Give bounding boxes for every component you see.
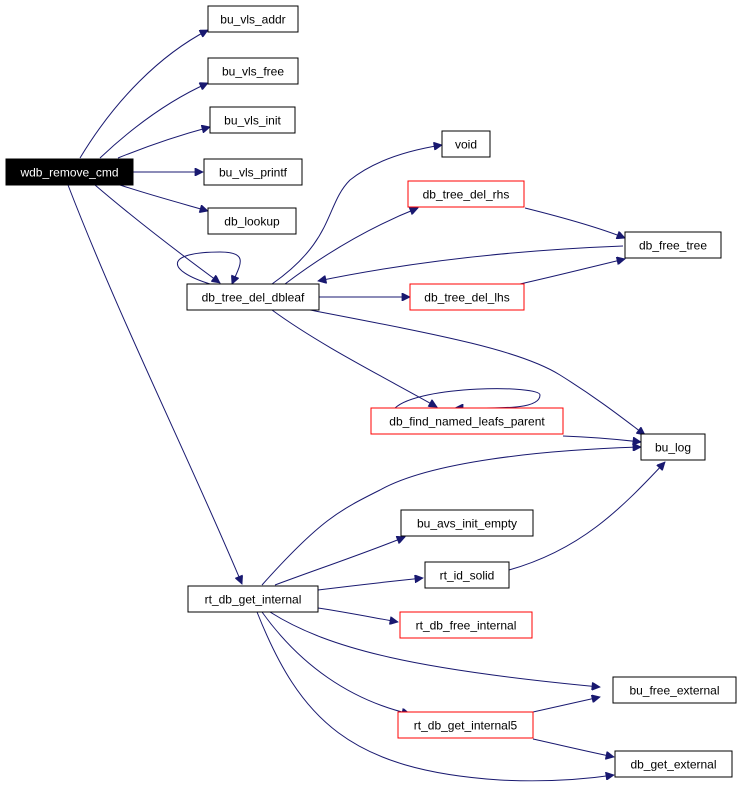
node-bu_free_external[interactable]: bu_free_external [612, 676, 737, 704]
node-rt_db_get_internal5[interactable]: rt_db_get_internal5 [397, 711, 534, 739]
node-label: wdb_remove_cmd [19, 166, 118, 180]
edge-rt_db_get_internal-rt_db_get_internal5 [261, 611, 410, 714]
node-label: db_free_tree [639, 239, 707, 253]
node-label: bu_vls_printf [219, 166, 288, 180]
edge-wdb_remove_cmd-db_tree_del_dbleaf [94, 184, 220, 283]
edge-rt_db_get_internal-rt_db_free_internal [317, 607, 398, 622]
node-label: db_find_named_leafs_parent [389, 415, 545, 429]
node-bu_avs_init_empty[interactable]: bu_avs_init_empty [400, 509, 534, 537]
node-label: bu_vls_addr [220, 13, 285, 27]
node-db_lookup[interactable]: db_lookup [207, 207, 297, 235]
node-db_free_tree[interactable]: db_free_tree [624, 231, 722, 259]
edge-wdb_remove_cmd-bu_vls_addr [79, 29, 208, 159]
node-db_tree_del_rhs[interactable]: db_tree_del_rhs [407, 180, 525, 208]
node-bu_vls_free[interactable]: bu_vls_free [207, 57, 299, 85]
node-label: rt_id_solid [440, 569, 495, 583]
node-bu_vls_init[interactable]: bu_vls_init [209, 106, 296, 134]
edge-db_tree_del_dbleaf-void [271, 145, 442, 285]
node-db_tree_del_lhs[interactable]: db_tree_del_lhs [409, 283, 525, 311]
node-void[interactable]: void [441, 130, 491, 158]
edge-rt_db_get_internal-bu_free_external [269, 611, 600, 687]
edge-db_tree_del_rhs-db_free_tree [524, 207, 625, 238]
node-label: db_lookup [224, 215, 280, 229]
node-label: bu_free_external [629, 684, 719, 698]
edges [67, 29, 665, 782]
edge-rt_db_get_internal-db_get_external [256, 611, 614, 782]
edge-db_tree_del_dbleaf-bu_log [309, 309, 645, 435]
edge-db_find_named_leafs_parent-bu_log [562, 435, 641, 442]
edge-rt_db_get_internal5-db_get_external [532, 738, 614, 757]
edge-db_free_tree-db_tree_del_dbleaf [318, 245, 624, 281]
edge-rt_db_get_internal-rt_id_solid [317, 578, 423, 591]
edge-db_find_named_leafs_parent-self [394, 388, 541, 408]
edge-wdb_remove_cmd-bu_vls_free [99, 83, 208, 159]
node-rt_db_free_internal[interactable]: rt_db_free_internal [399, 611, 533, 639]
node-label: rt_db_get_internal [205, 593, 302, 607]
node-db_get_external[interactable]: db_get_external [614, 750, 733, 778]
node-label: db_tree_del_lhs [424, 291, 509, 305]
edge-db_tree_del_dbleaf-db_tree_del_rhs [284, 208, 418, 285]
node-bu_vls_printf[interactable]: bu_vls_printf [203, 158, 303, 186]
node-label: db_tree_del_rhs [423, 188, 510, 202]
node-wdb_remove_cmd[interactable]: wdb_remove_cmd [5, 158, 134, 186]
node-label: db_get_external [630, 758, 716, 772]
node-rt_id_solid[interactable]: rt_id_solid [424, 561, 510, 589]
edge-wdb_remove_cmd-db_lookup [119, 184, 208, 211]
node-label: void [455, 138, 477, 152]
node-label: bu_vls_free [222, 65, 284, 79]
edge-db_tree_del_dbleaf-self [176, 251, 241, 284]
node-label: db_tree_del_dbleaf [202, 291, 305, 305]
node-label: rt_db_free_internal [416, 619, 517, 633]
edge-db_tree_del_lhs-db_free_tree [519, 259, 625, 285]
node-rt_db_get_internal[interactable]: rt_db_get_internal [187, 585, 319, 613]
node-label: bu_log [655, 441, 691, 455]
edge-rt_db_get_internal-bu_log [261, 447, 641, 586]
node-label: bu_avs_init_empty [417, 517, 517, 531]
edge-rt_id_solid-bu_log [508, 462, 665, 571]
edge-wdb_remove_cmd-rt_db_get_internal [67, 184, 242, 584]
edge-wdb_remove_cmd-bu_vls_init [117, 127, 210, 159]
node-db_find_named_leafs_parent[interactable]: db_find_named_leafs_parent [370, 407, 564, 435]
node-label: rt_db_get_internal5 [414, 719, 518, 733]
node-label: bu_vls_init [224, 114, 281, 128]
node-bu_vls_addr[interactable]: bu_vls_addr [207, 5, 299, 33]
edge-db_tree_del_dbleaf-db_find_named_leafs_parent [271, 309, 437, 407]
node-db_tree_del_dbleaf[interactable]: db_tree_del_dbleaf [186, 283, 320, 311]
edge-rt_db_get_internal5-bu_free_external [532, 697, 600, 713]
edge-rt_db_get_internal-bu_avs_init_empty [274, 537, 405, 586]
node-bu_log[interactable]: bu_log [640, 433, 706, 461]
